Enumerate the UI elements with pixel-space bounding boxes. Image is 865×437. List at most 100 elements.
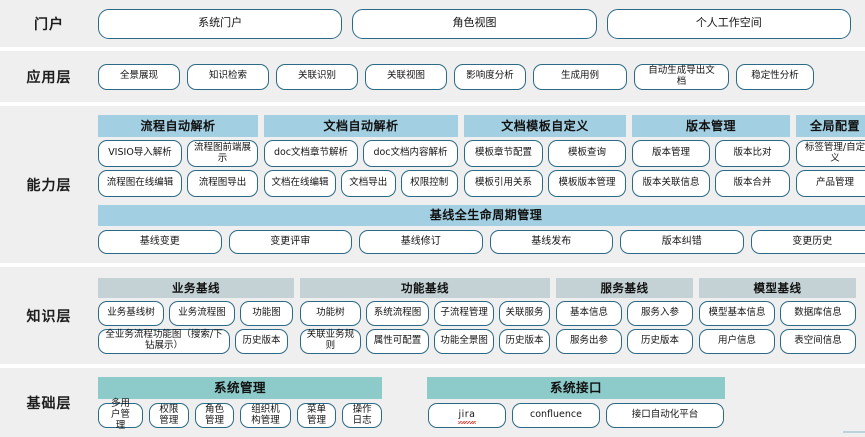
know-item-attribute-configurable[interactable]: 属性可配置: [366, 329, 430, 354]
found-item-role-management[interactable]: 角色管理: [195, 403, 235, 428]
lifecycle-item-version-correction[interactable]: 版本纠错: [620, 230, 744, 254]
group-header-global-config: 全局配置: [796, 115, 865, 137]
layer-label-capability: 能力层: [0, 106, 98, 263]
found-item-confluence[interactable]: confluence: [512, 403, 600, 428]
cap-item-product-manage[interactable]: 产品管理: [796, 170, 865, 197]
know-item-function-tree[interactable]: 功能树: [300, 301, 361, 326]
foundation-group-container: 系统管理 多用户管理 权限管理 角色管理 组织机构管理 菜单管理 操作日志 系统…: [98, 377, 853, 428]
cap-item-template-query[interactable]: 模板查询: [548, 140, 626, 167]
know-item-service-input-param[interactable]: 服务入参: [627, 301, 693, 326]
app-item-panorama[interactable]: 全景展现: [98, 64, 180, 90]
cap-item-flowchart-export[interactable]: 流程图导出: [187, 170, 258, 197]
know-item-history-version-function[interactable]: 历史版本: [499, 329, 550, 354]
cap-item-tag-manage-custom[interactable]: 标签管理/自定义: [796, 140, 865, 167]
foundation-line: jira confluence 接口自动化平台: [427, 403, 725, 428]
group-header-service-baseline: 服务基线: [556, 278, 693, 298]
knowledge-line: 业务基线树 业务流程图 功能图: [98, 301, 294, 326]
know-item-database-info[interactable]: 数据库信息: [780, 301, 856, 326]
know-item-related-business-rule[interactable]: 关联业务规则: [300, 329, 361, 354]
found-item-permission-management[interactable]: 权限管理: [149, 403, 189, 428]
cap-item-version-relation-info[interactable]: 版本关联信息: [632, 170, 710, 197]
know-item-tablespace-info[interactable]: 表空间信息: [780, 329, 856, 354]
cap-item-version-compare[interactable]: 版本比对: [715, 140, 790, 167]
cap-item-template-reference-relation[interactable]: 模板引用关系: [464, 170, 543, 197]
know-item-service-basic-info[interactable]: 基本信息: [556, 301, 622, 326]
portal-item-personal-workspace[interactable]: 个人工作空间: [607, 9, 851, 39]
cap-item-template-chapter-config[interactable]: 模板章节配置: [464, 140, 543, 167]
portal-item-role-view[interactable]: 角色视图: [352, 9, 596, 39]
foundation-line: 多用户管理 权限管理 角色管理 组织机构管理 菜单管理 操作日志: [98, 403, 382, 428]
found-item-menu-management[interactable]: 菜单管理: [297, 403, 337, 428]
knowledge-line: 功能树 系统流程图 子流程管理 关联服务: [300, 301, 550, 326]
baseline-lifecycle-section: 基线全生命周期管理 基线变更 变更评审 基线修订 基线发布 版本纠错 变更历史: [98, 205, 865, 254]
know-item-function-panorama[interactable]: 功能全景图: [434, 329, 494, 354]
capability-group-process-parsing: 流程自动解析 VISIO导入解析 流程图前端展示 流程图在线编辑 流程图导出: [98, 115, 258, 197]
cap-item-doc-export[interactable]: 文档导出: [341, 170, 396, 197]
group-header-process-parsing: 流程自动解析: [98, 115, 258, 137]
app-item-generate-use-case[interactable]: 生成用例: [533, 64, 627, 90]
know-item-business-flowchart[interactable]: 业务流程图: [169, 301, 235, 326]
know-item-subprocess-management[interactable]: 子流程管理: [434, 301, 494, 326]
lifecycle-item-baseline-change[interactable]: 基线变更: [98, 230, 222, 254]
cap-item-version-merge[interactable]: 版本合并: [715, 170, 790, 197]
layer-label-application: 应用层: [0, 51, 98, 102]
cap-item-doc-online-edit[interactable]: 文档在线编辑: [264, 170, 336, 197]
group-header-model-baseline: 模型基线: [699, 278, 856, 298]
layer-row-capability: 能力层 流程自动解析 VISIO导入解析 流程图前端展示 流程图在线编辑 流程图…: [0, 106, 865, 263]
know-item-related-service[interactable]: 关联服务: [499, 301, 550, 326]
lifecycle-item-change-review[interactable]: 变更评审: [229, 230, 353, 254]
cap-item-doc-content-parse[interactable]: doc文档内容解析: [363, 140, 458, 167]
cap-item-version-manage[interactable]: 版本管理: [632, 140, 710, 167]
know-item-history-version-business[interactable]: 历史版本: [235, 329, 288, 354]
capability-group-template-custom: 文档模板自定义 模板章节配置 模板查询 模板引用关系 模板版本管理: [464, 115, 626, 197]
know-item-model-basic-info[interactable]: 模型基本信息: [699, 301, 775, 326]
cap-item-visio-import-parse[interactable]: VISIO导入解析: [98, 140, 182, 167]
app-item-knowledge-search[interactable]: 知识检索: [187, 64, 269, 90]
knowledge-group-business-baseline: 业务基线 业务基线树 业务流程图 功能图 全业务流程功能图（搜索/下钻展示） 历…: [98, 278, 294, 354]
know-item-history-version-service[interactable]: 历史版本: [627, 329, 693, 354]
cap-item-flowchart-frontend-display[interactable]: 流程图前端展示: [187, 140, 258, 167]
found-item-organization-management[interactable]: 组织机构管理: [240, 403, 290, 428]
layer-label-foundation: 基础层: [0, 368, 98, 437]
found-item-interface-automation-platform[interactable]: 接口自动化平台: [606, 403, 724, 428]
knowledge-group-function-baseline: 功能基线 功能树 系统流程图 子流程管理 关联服务 关联业务规则 属性可配置 功…: [300, 278, 550, 354]
lifecycle-item-baseline-revision[interactable]: 基线修订: [359, 230, 483, 254]
found-item-operation-log[interactable]: 操作日志: [342, 403, 382, 428]
layer-body-foundation: 系统管理 多用户管理 权限管理 角色管理 组织机构管理 菜单管理 操作日志 系统…: [98, 368, 865, 437]
capability-group-container: 流程自动解析 VISIO导入解析 流程图前端展示 流程图在线编辑 流程图导出 文…: [98, 115, 865, 197]
capability-group-document-parsing: 文档自动解析 doc文档章节解析 doc文档内容解析 文档在线编辑 文档导出 权…: [264, 115, 458, 197]
know-item-service-output-param[interactable]: 服务出参: [556, 329, 622, 354]
app-item-relation-view[interactable]: 关联视图: [365, 64, 447, 90]
found-item-multi-user-management[interactable]: 多用户管理: [98, 403, 143, 428]
capability-line: 版本管理 版本比对: [632, 140, 790, 167]
app-item-stability-analysis[interactable]: 稳定性分析: [736, 64, 814, 90]
know-item-user-info[interactable]: 用户信息: [699, 329, 775, 354]
capability-line: 标签管理/自定义: [796, 140, 865, 167]
capability-line: VISIO导入解析 流程图前端展示: [98, 140, 258, 167]
app-item-auto-export-document[interactable]: 自动生成导出文档: [634, 64, 729, 90]
know-item-business-baseline-tree[interactable]: 业务基线树: [98, 301, 164, 326]
capability-line: 模板引用关系 模板版本管理: [464, 170, 626, 197]
cap-item-doc-chapter-parse[interactable]: doc文档章节解析: [264, 140, 358, 167]
foundation-group-system-interface: 系统接口 jira confluence 接口自动化平台: [427, 377, 725, 428]
cap-item-flowchart-online-edit[interactable]: 流程图在线编辑: [98, 170, 182, 197]
group-header-document-parsing: 文档自动解析: [264, 115, 458, 137]
app-item-impact-analysis[interactable]: 影响度分析: [454, 64, 526, 90]
lifecycle-item-baseline-release[interactable]: 基线发布: [490, 230, 614, 254]
group-header-system-interface: 系统接口: [427, 377, 725, 399]
know-item-function-chart[interactable]: 功能图: [240, 301, 293, 326]
portal-item-system-portal[interactable]: 系统门户: [98, 9, 342, 39]
foundation-group-system-management: 系统管理 多用户管理 权限管理 角色管理 组织机构管理 菜单管理 操作日志: [98, 377, 382, 428]
layer-label-knowledge: 知识层: [0, 267, 98, 364]
lifecycle-item-change-history[interactable]: 变更历史: [751, 230, 865, 254]
app-item-relation-recognition[interactable]: 关联识别: [276, 64, 358, 90]
know-item-full-business-process-function-chart[interactable]: 全业务流程功能图（搜索/下钻展示）: [98, 329, 230, 354]
cap-item-template-version-manage[interactable]: 模板版本管理: [548, 170, 626, 197]
found-item-jira[interactable]: jira: [428, 403, 506, 428]
group-header-business-baseline: 业务基线: [98, 278, 294, 298]
cap-item-permission-control[interactable]: 权限控制: [401, 170, 458, 197]
knowledge-line: 基本信息 服务入参: [556, 301, 693, 326]
baseline-lifecycle-strip: 基线变更 变更评审 基线修订 基线发布 版本纠错 变更历史: [98, 230, 865, 254]
know-item-system-flowchart[interactable]: 系统流程图: [366, 301, 430, 326]
